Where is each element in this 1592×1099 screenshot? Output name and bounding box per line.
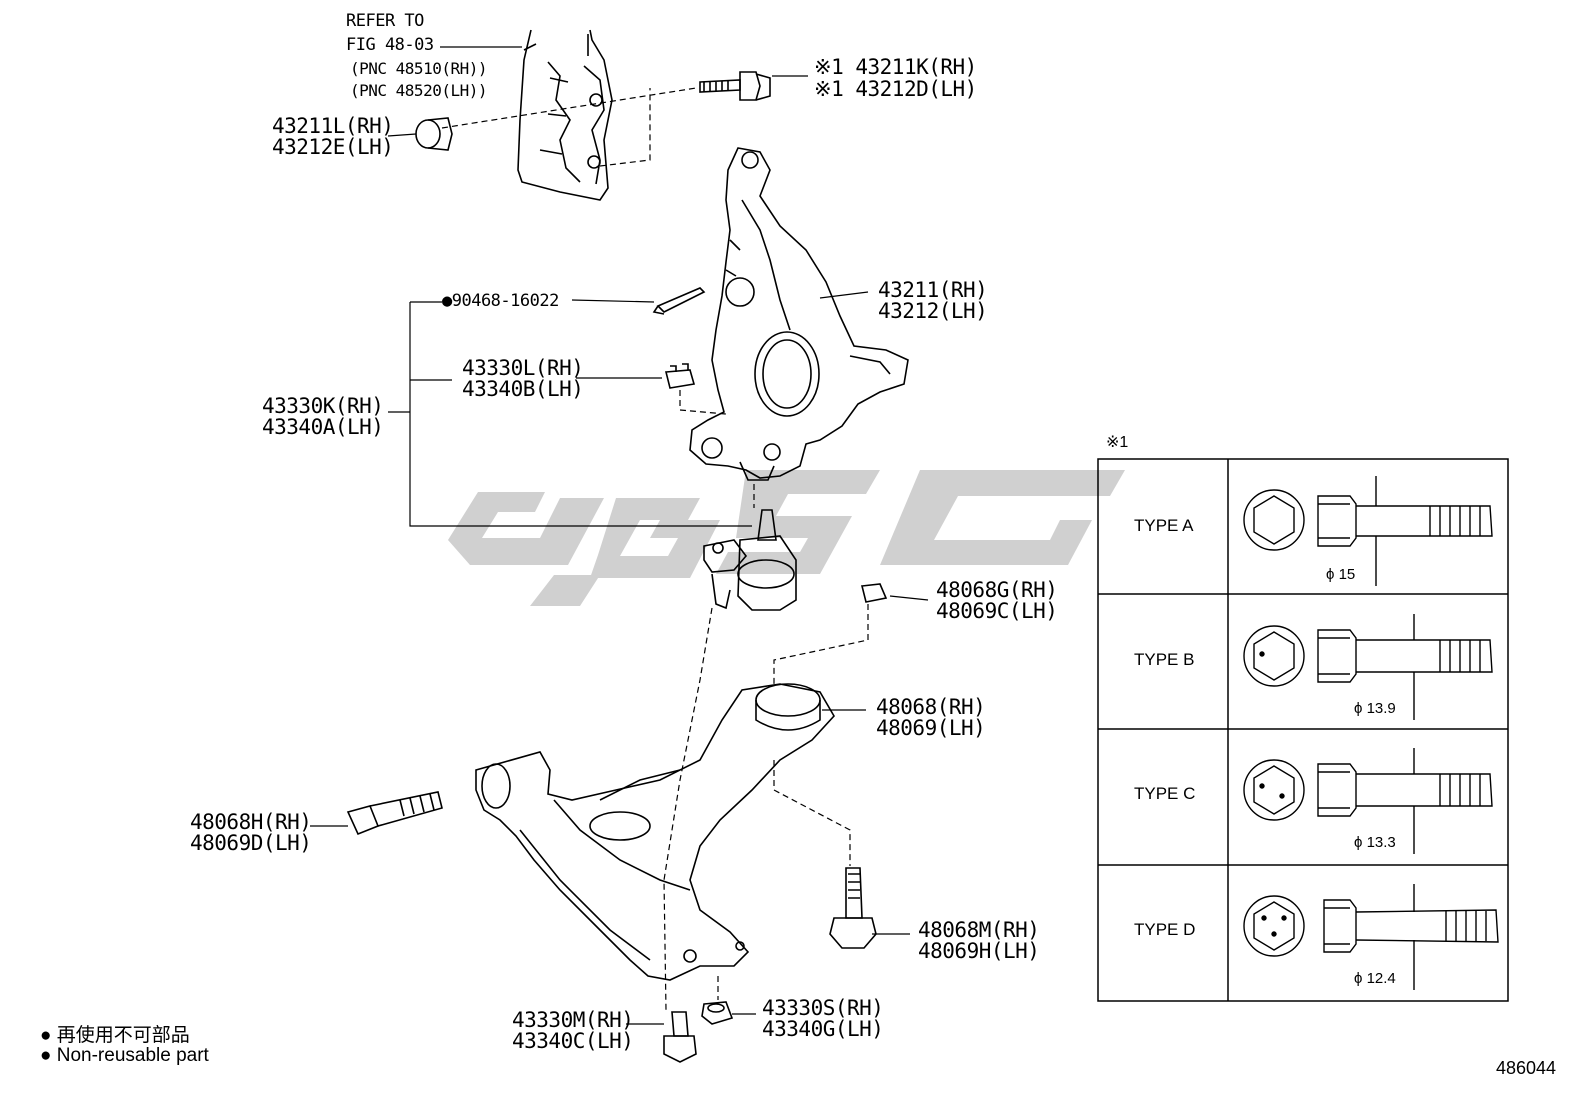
callout-balljoint-lh[interactable]: 43340A(LH): [262, 415, 384, 439]
callout-cotter-pin[interactable]: ●90468-16022: [442, 291, 559, 311]
type-d-label: TYPE D: [1134, 920, 1196, 939]
callout-bolt-top-lh[interactable]: ※1 43212D(LH): [814, 77, 977, 101]
callout-bolt-bottom-rh[interactable]: 43330M(RH): [512, 1008, 634, 1032]
callout-nut-top-rh[interactable]: 43330L(RH): [462, 356, 584, 380]
legend-japanese: ● 再使用不可部品: [40, 1025, 190, 1046]
callout-nut-bottom-lh[interactable]: 43340G(LH): [762, 1017, 884, 1041]
refer-to-line2: FIG 48-03: [346, 35, 434, 55]
type-c-label: TYPE C: [1134, 784, 1196, 803]
callout-nut-bottom-rh[interactable]: 43330S(RH): [762, 996, 884, 1020]
callout-bolt-rear-lh[interactable]: 48069H(LH): [918, 939, 1040, 963]
refer-to-line3: (PNC 48510(RH)): [350, 59, 488, 78]
callout-nut-arm-lh[interactable]: 48069C(LH): [936, 599, 1058, 623]
lower-control-arm: [475, 683, 835, 981]
bottom-nut: [701, 1001, 734, 1025]
table-note-mark: ※1: [1106, 434, 1129, 451]
bolt-type-table: [1097, 458, 1509, 1002]
type-b-label: TYPE B: [1134, 650, 1195, 669]
callout-arm-rh[interactable]: 48068(RH): [876, 695, 986, 719]
bolt-type-drawings: [1243, 476, 1499, 990]
front-bolt: [346, 791, 443, 836]
ball-joint: [703, 509, 797, 611]
callout-bolt-bottom-lh[interactable]: 43340C(LH): [512, 1029, 634, 1053]
top-bolt: [699, 71, 771, 101]
bottom-bolt: [663, 1011, 697, 1063]
callout-bush-rh[interactable]: 43211L(RH): [272, 114, 394, 138]
steering-knuckle: [689, 147, 909, 481]
callout-bush-lh[interactable]: 43212E(LH): [272, 135, 394, 159]
figure-number: 486044: [1496, 1058, 1557, 1078]
type-c-diameter: ϕ 13.3: [1354, 834, 1396, 851]
type-d-diameter: ϕ 12.4: [1354, 970, 1396, 987]
cotter-pin: [652, 287, 706, 315]
arm-nut: [861, 583, 888, 603]
callout-bolt-rear-rh[interactable]: 48068M(RH): [918, 918, 1040, 942]
callout-nut-top-lh[interactable]: 43340B(LH): [462, 377, 584, 401]
callout-knuckle-rh[interactable]: 43211(RH): [878, 278, 988, 302]
callout-knuckle-lh[interactable]: 43212(LH): [878, 299, 988, 323]
line-art: [346, 29, 909, 1063]
brake-mount-bracket: [517, 29, 613, 201]
legend-english: ● Non-reusable part: [40, 1045, 209, 1066]
callout-balljoint-rh[interactable]: 43330K(RH): [262, 394, 384, 418]
type-b-diameter: ϕ 13.9: [1354, 700, 1396, 717]
callout-arm-lh[interactable]: 48069(LH): [876, 716, 986, 740]
callout-bolt-top-rh[interactable]: ※1 43211K(RH): [814, 55, 977, 79]
callout-bolt-front-rh[interactable]: 48068H(RH): [190, 810, 312, 834]
bush: [415, 117, 453, 151]
refer-to-line1: REFER TO: [346, 11, 424, 31]
type-a-label: TYPE A: [1134, 516, 1194, 535]
leader-lines: [310, 46, 929, 1025]
callout-bolt-front-lh[interactable]: 48069D(LH): [190, 831, 312, 855]
castle-nut: [664, 363, 696, 389]
type-a-diameter: ϕ 15: [1326, 566, 1356, 583]
dashed-lines: [441, 87, 869, 1011]
watermark-logo: [448, 470, 1125, 606]
callout-nut-arm-rh[interactable]: 48068G(RH): [936, 578, 1058, 602]
refer-to-line4: (PNC 48520(LH)): [350, 81, 488, 100]
rear-bolt: [829, 867, 877, 949]
